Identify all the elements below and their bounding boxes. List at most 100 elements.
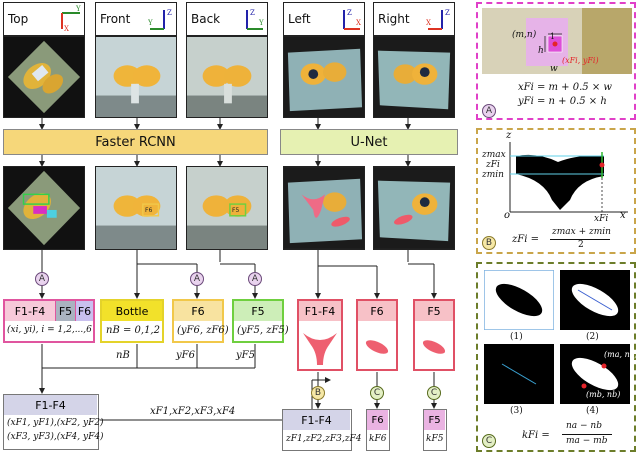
z-f1f4-label: F1-F4	[283, 410, 350, 430]
panel-b-eq-lhs: zFi =	[512, 234, 539, 245]
f6-front-label: F6	[174, 301, 222, 321]
photo-tag-back: F5	[232, 207, 240, 214]
panel-b-eq-den: 2	[578, 240, 584, 250]
seg-f1f4-box: F1-F4	[297, 299, 343, 371]
axis-icon: ZX	[343, 9, 361, 30]
bottle-label: Bottle	[102, 301, 162, 321]
svg-text:X: X	[426, 19, 431, 27]
seg-f5-mask	[422, 340, 446, 354]
photo-left-raw	[283, 36, 365, 118]
panel-b: z zmax zFi zmin o xFi x zFi = zmax + zmi…	[476, 128, 636, 254]
photo-left-detected	[283, 166, 365, 250]
photo-right-detected-image	[374, 167, 454, 249]
panel-c: (1) (2) (ma, na) (mb, nb) (3) (4) kFi = …	[476, 262, 638, 452]
panel-b-z: z	[506, 130, 512, 141]
panel-c-eq-lhs: kFi =	[522, 430, 550, 441]
photo-top-image	[7, 40, 81, 114]
bottle-box: Bottle nB = 0,1,2	[100, 299, 164, 343]
panel-c-ma: (ma, na)	[604, 350, 638, 359]
top-coords: (xi, yi), i = 1,2,...,6	[7, 325, 92, 335]
svg-text:X: X	[64, 25, 69, 33]
axis-icon: YX	[61, 5, 81, 33]
panel-a-eq1: xFi = m + 0.5 × w	[518, 82, 612, 93]
panel-c-mb: (mb, nb)	[586, 390, 621, 399]
seg-f1f4-label: F1-F4	[299, 301, 341, 321]
top-f5-cell: F5	[55, 301, 75, 321]
panel-a-w: w	[550, 64, 558, 74]
z-list: zF1,zF2,zF3,zF4	[286, 434, 362, 444]
f6-coords: (yF6, zF6)	[177, 325, 229, 336]
panel-c-sub4-image	[560, 344, 630, 404]
unet-bar: U-Net	[280, 129, 458, 155]
seg-f5-box: F5	[413, 299, 455, 371]
view-label-top: Top	[8, 12, 29, 26]
final-row1: (xF1, yF1),(xF2, yF2)	[7, 418, 104, 428]
panel-c-eq-num: na − nb	[566, 421, 602, 431]
panel-b-marker: B	[482, 236, 496, 250]
seg-f5-label: F5	[415, 301, 453, 321]
k-f5: kF5	[426, 434, 444, 444]
photo-back-detected-image	[187, 167, 267, 249]
marker-a: A	[248, 272, 262, 286]
svg-text:Z: Z	[347, 9, 352, 17]
panel-c-fraction-bar	[562, 434, 612, 435]
z-f1f4-box: F1-F4 zF1,zF2,zF3,zF4	[282, 409, 361, 451]
svg-text:Y: Y	[75, 5, 81, 13]
panel-c-sub2-label: (2)	[586, 332, 599, 342]
panel-a-h: h	[538, 46, 544, 56]
bottle-count: nB = 0,1,2	[106, 325, 160, 336]
photo-back-raw	[186, 36, 268, 118]
view-label-back: Back	[191, 12, 221, 26]
label-xf-list: xF1,xF2,xF3,xF4	[150, 406, 236, 417]
photo-left-image	[284, 37, 364, 117]
label-nb: nB	[116, 350, 130, 361]
photo-front-detected: F6	[95, 166, 177, 250]
panel-c-sub3-image	[484, 344, 554, 404]
seg-f6-mask	[365, 340, 389, 354]
final-f1f4-label: F1-F4	[4, 395, 97, 415]
panel-b-eq-num: zmax + zmin	[552, 227, 611, 237]
panel-a: (m,n) h w 1 (xFi, yFi) xFi = m + 0.5 × w…	[476, 2, 636, 120]
svg-text:Y: Y	[148, 19, 153, 27]
panel-c-sub2-image	[560, 270, 630, 330]
svg-text:Y: Y	[258, 19, 264, 27]
final-f1f4-box: F1-F4 (xF1, yF1),(xF2, yF2) (xF3, yF3),(…	[3, 394, 104, 450]
photo-top-raw	[3, 36, 85, 118]
svg-text:Z: Z	[167, 9, 172, 17]
photo-right-detected	[373, 166, 455, 250]
panel-c-sub3-label: (3)	[510, 406, 523, 416]
photo-right-image	[374, 37, 454, 117]
panel-c-sub4-label: (4)	[586, 406, 599, 416]
photo-front-image	[96, 37, 176, 117]
panel-b-x: x	[620, 210, 626, 221]
faster-rcnn-label: Faster RCNN	[95, 134, 176, 150]
axis-icon: ZX	[426, 9, 450, 30]
seg-f6-label: F6	[358, 301, 396, 321]
panel-c-sub1-label: (1)	[510, 332, 523, 342]
panel-a-mn: (m,n)	[512, 30, 537, 40]
label-yf5: yF5	[236, 350, 255, 361]
photo-top-detected	[3, 166, 85, 250]
panel-a-one: 1	[550, 32, 556, 41]
marker-c: C	[427, 386, 441, 400]
k-f6-label: F6	[367, 410, 388, 430]
top-f6-cell: F6	[75, 301, 93, 321]
svg-text:Z: Z	[445, 9, 450, 17]
k-f5-box: F5 kF5	[423, 409, 447, 451]
panel-b-plot	[509, 142, 628, 213]
axis-icon: ZY	[148, 9, 172, 30]
view-label-left: Left	[288, 12, 311, 26]
f5-back-box: F5 (yF5, zF5)	[232, 299, 289, 343]
panel-c-sub1-image	[484, 270, 554, 330]
photo-back-image	[187, 37, 267, 117]
top-result-box: F1-F4 F5 F6 (xi, yi), i = 1,2,...,6	[3, 299, 95, 343]
marker-a: A	[35, 272, 49, 286]
f5-coords: (yF5, zF5)	[237, 325, 289, 336]
panel-a-eq2: yFi = n + 0.5 × h	[518, 96, 607, 107]
photo-tag-front: F6	[145, 207, 153, 214]
label-yf6: yF6	[176, 350, 195, 361]
